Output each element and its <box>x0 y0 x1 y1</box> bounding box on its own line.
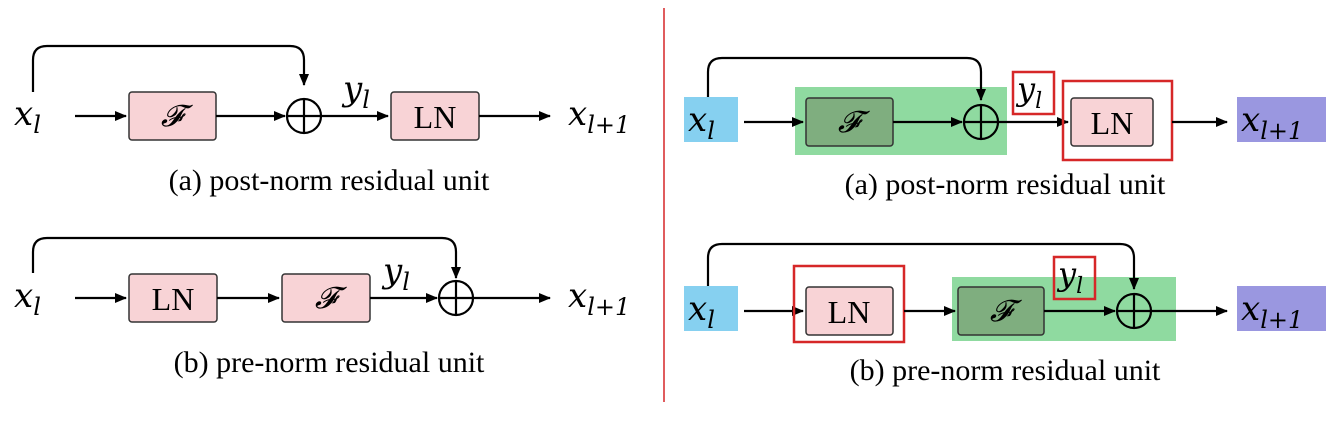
output-x-label: xl+1 <box>568 276 630 321</box>
y-label: yl <box>381 251 410 296</box>
caption: (b) pre-norm residual unit <box>850 354 1161 387</box>
add-circle-icon <box>437 279 475 317</box>
add-circle-icon <box>1115 292 1153 330</box>
input-x-label: xl <box>688 289 715 334</box>
ln-block <box>1070 97 1154 147</box>
caption: (a) post-norm residual unit <box>169 164 490 197</box>
input-x-label: xl <box>14 276 41 321</box>
left-pre-norm-unit: xl LN 𝓕 yl xl+1 (b) pre-norm residual un… <box>14 236 630 379</box>
output-x-label: xl+1 <box>1241 100 1303 145</box>
ln-block-label: LN <box>1091 105 1134 141</box>
left-post-norm-unit: xl 𝓕 yl LN xl+1 (a) post-norm residual u… <box>14 44 630 197</box>
caption: (a) post-norm residual unit <box>845 168 1166 201</box>
ln-block-label: LN <box>414 99 457 135</box>
skip-connection <box>706 56 986 101</box>
skip-connection <box>31 236 461 279</box>
caption: (b) pre-norm residual unit <box>174 346 485 379</box>
output-highlight <box>1237 286 1326 331</box>
y-highlight-frame <box>1052 255 1097 301</box>
right-pre-norm-unit: xl LN 𝓕 yl xl+1 (b) pre-norm residual un… <box>684 242 1326 387</box>
skip-connection <box>31 44 309 92</box>
ln-block <box>805 286 894 336</box>
add-circle-icon <box>962 103 1000 141</box>
add-circle-icon <box>285 97 323 135</box>
ln-highlight-frame <box>792 264 906 344</box>
ln-block-label: LN <box>828 294 871 330</box>
input-highlight <box>684 97 738 142</box>
input-highlight <box>684 286 738 331</box>
y-label: yl <box>1015 70 1042 114</box>
right-post-norm-unit: xl 𝓕 yl LN xl+1 (a) post-norm residual u… <box>684 56 1326 201</box>
y-label: yl <box>341 69 370 114</box>
input-x-label: xl <box>14 94 41 139</box>
input-x-label: xl <box>688 100 715 145</box>
y-label: yl <box>1056 255 1083 299</box>
output-highlight <box>1237 97 1326 142</box>
skip-connection <box>706 242 1139 290</box>
ln-block-label: LN <box>152 281 195 317</box>
ln-highlight-frame <box>1061 79 1174 162</box>
output-x-label: xl+1 <box>1241 289 1303 334</box>
y-highlight-frame <box>1011 70 1056 116</box>
output-x-label: xl+1 <box>568 94 630 139</box>
